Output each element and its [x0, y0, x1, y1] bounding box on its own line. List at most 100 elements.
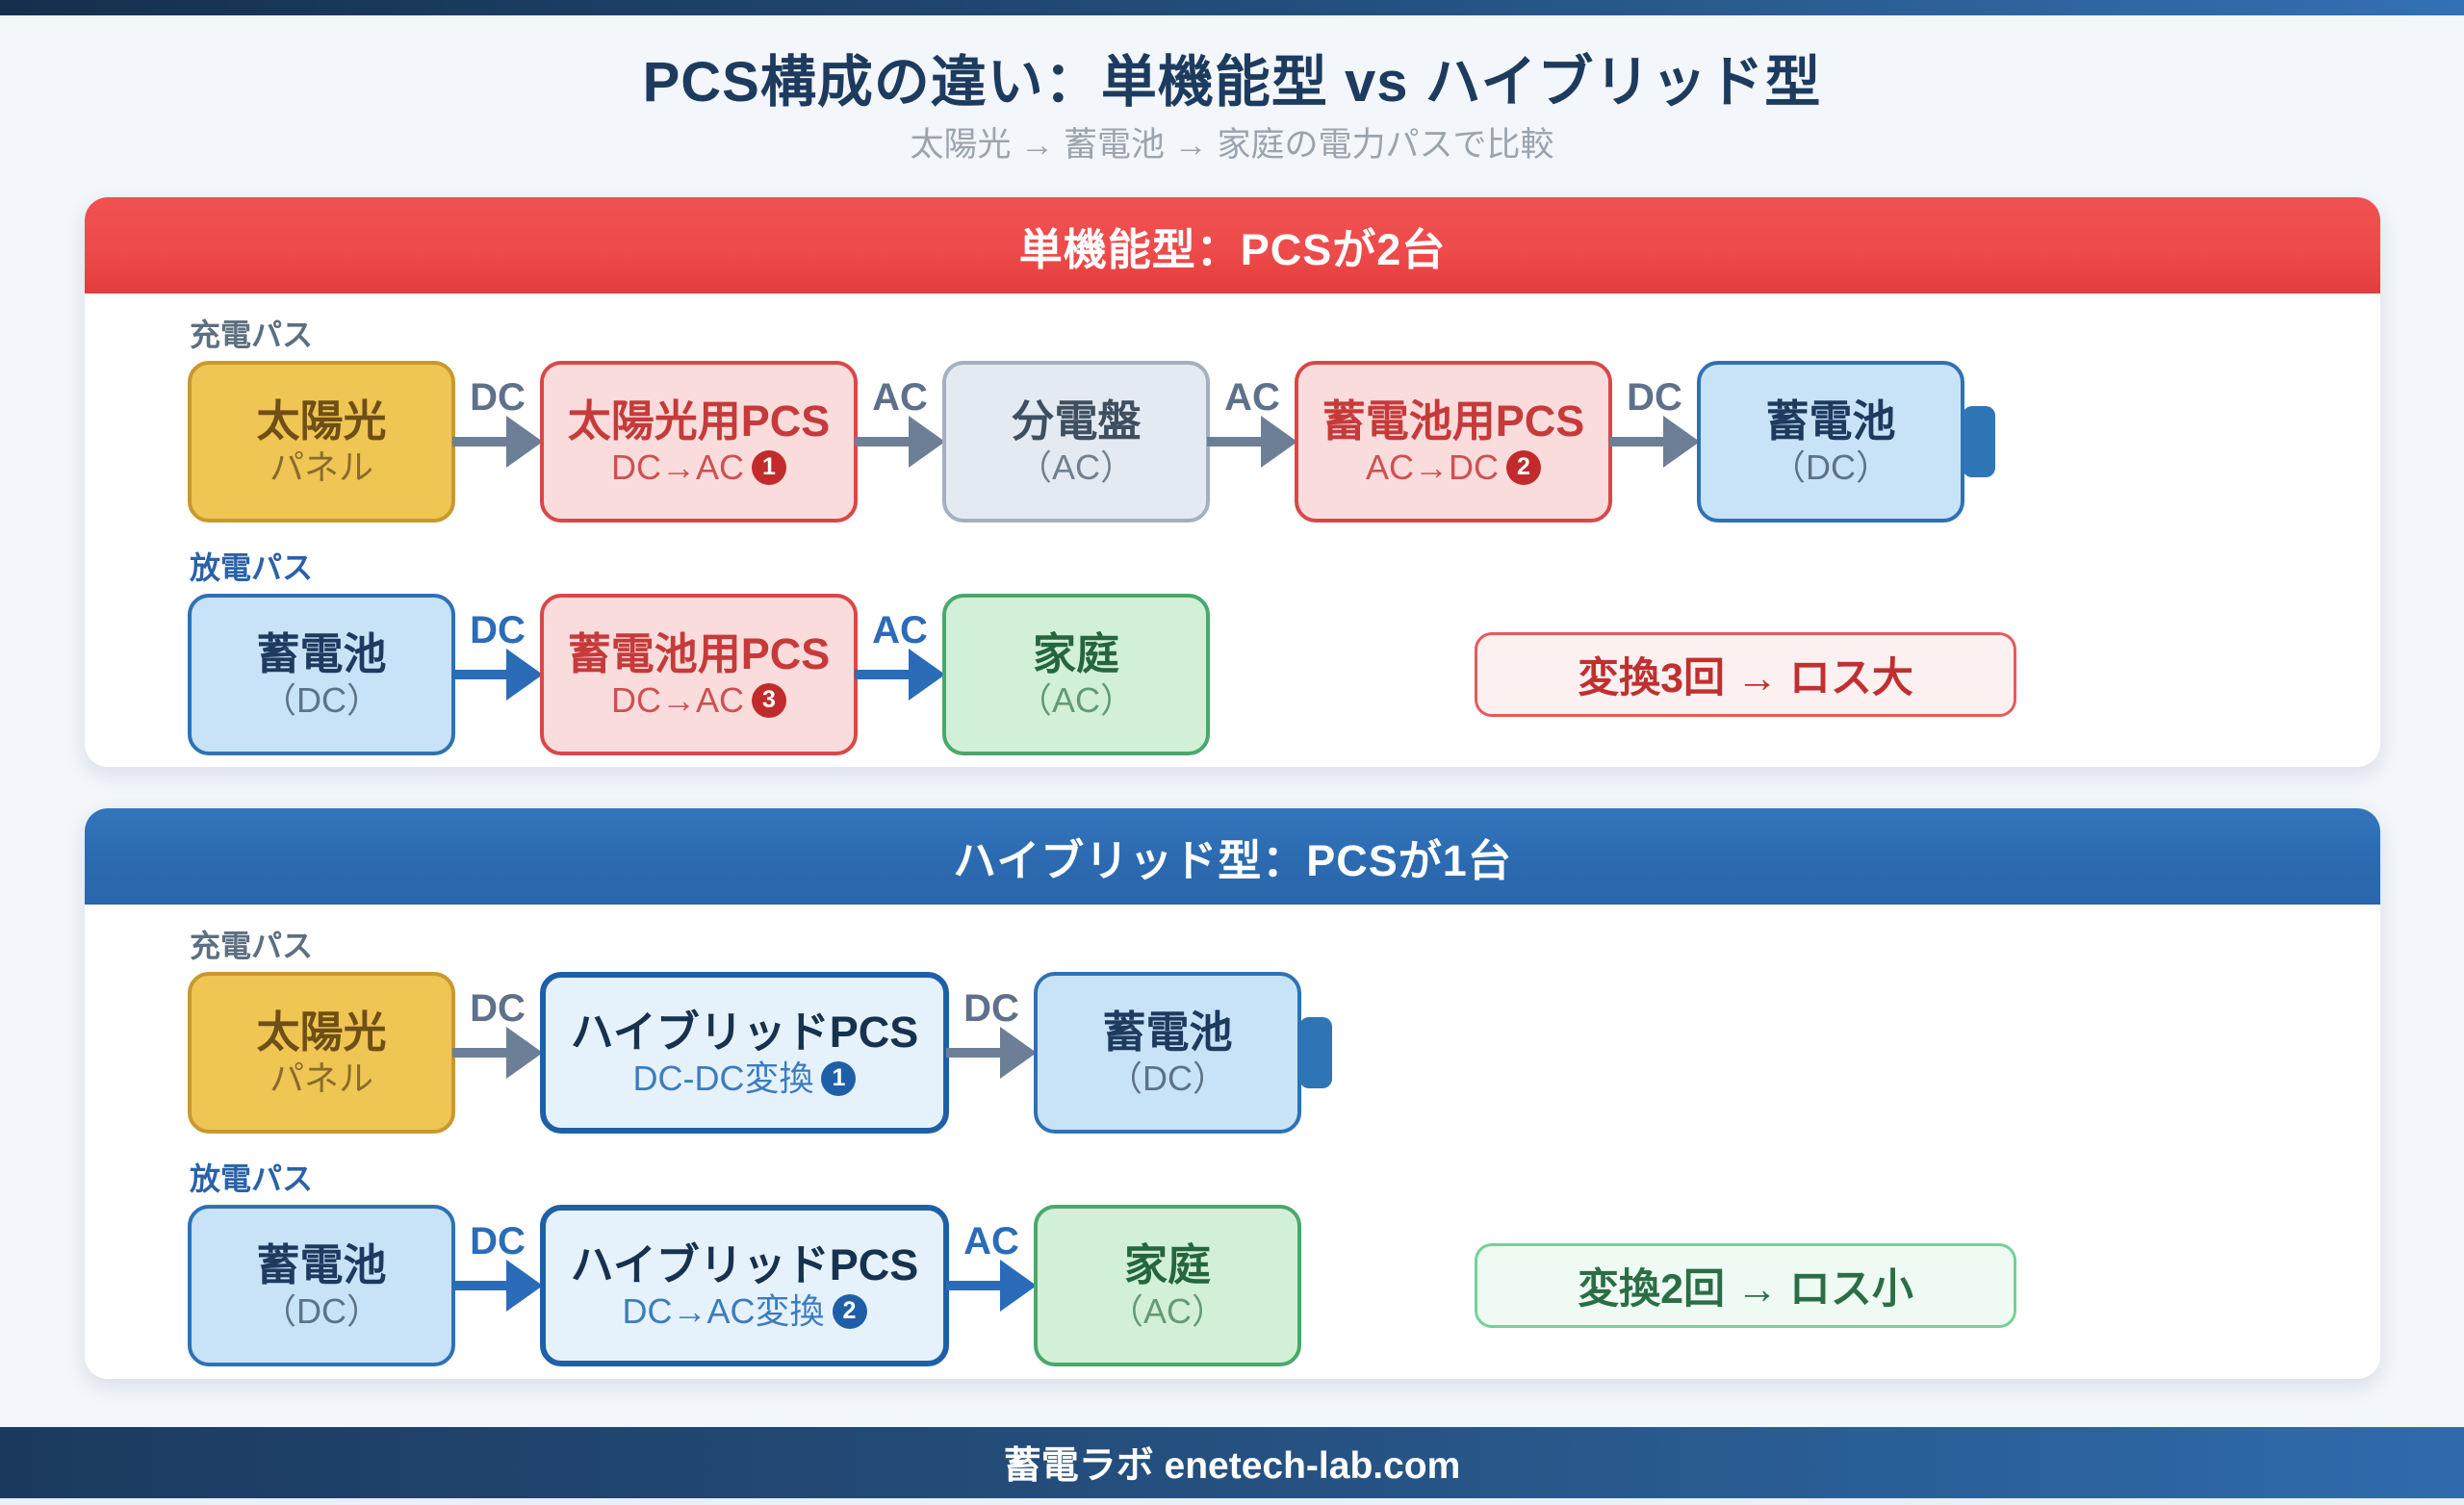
node-title: 分電盤 — [1011, 395, 1142, 446]
node-subtitle: （DC） — [1108, 1058, 1227, 1098]
node-hybrid-pcs: ハイブリッドPCS DC→AC変換 2 — [540, 1205, 949, 1366]
charge-path-label: 充電パス — [190, 318, 314, 352]
charge-path-row: 太陽光 パネル DC ハイブリッドPCS DC-DC変換 1 DC — [188, 972, 2380, 1134]
node-distribution-board: 分電盤 （AC） — [942, 361, 1210, 523]
node-subtitle: DC→AC変換 2 — [622, 1290, 867, 1331]
top-accent-bar — [0, 0, 2464, 15]
node-battery: 蓄電池 （DC） — [188, 594, 455, 755]
arrow-head-icon — [506, 416, 543, 468]
arrow-label: AC — [963, 1220, 1019, 1263]
arrow-shaft — [1609, 437, 1666, 446]
arrow-shaft — [452, 1048, 509, 1058]
flow-arrow-ac: AC — [1207, 361, 1297, 523]
charge-path-row: 太陽光 パネル DC 太陽光用PCS DC→AC 1 AC — [188, 361, 2380, 523]
arrow-shaft — [1207, 437, 1264, 446]
node-title: ハイブリッドPCS — [570, 1239, 919, 1289]
flow-arrow-ac: AC — [855, 594, 945, 755]
node-title: 太陽光 — [256, 395, 387, 446]
arrow-label: AC — [872, 609, 928, 651]
arrow-head-icon — [506, 1027, 543, 1079]
section-body-hybrid: 充電パス 太陽光 パネル DC ハイブリッドPCS DC-DC変換 1 — [85, 905, 2380, 1366]
conversion-number-badge: 1 — [821, 1060, 857, 1096]
node-title: 家庭 — [1032, 628, 1119, 678]
node-subtitle: （DC） — [262, 679, 381, 720]
node-subtitle: （AC） — [1016, 446, 1135, 487]
arrow-label: DC — [1627, 376, 1682, 419]
node-title: 蓄電池用PCS — [567, 628, 831, 678]
flow-arrow-dc: DC — [452, 1205, 543, 1366]
arrow-label: DC — [470, 1220, 526, 1263]
arrow-head-icon — [1000, 1027, 1037, 1079]
node-subtitle: （AC） — [1016, 679, 1135, 720]
node-title: 蓄電池 — [1102, 1007, 1233, 1057]
battery-terminal-icon — [1299, 1017, 1332, 1088]
node-subtitle: （AC） — [1108, 1290, 1226, 1331]
node-title: 太陽光 — [256, 1007, 387, 1057]
conversion-text: DC-DC変換 — [632, 1058, 814, 1098]
node-title: 太陽光用PCS — [567, 395, 831, 446]
flow-arrow-dc: DC — [452, 361, 543, 523]
flow-arrow-ac: AC — [855, 361, 945, 523]
arrow-shaft — [452, 1281, 509, 1290]
node-solar-panel: 太陽光 パネル — [188, 972, 455, 1134]
discharge-path-label: 放電パス — [190, 1161, 314, 1196]
arrow-label: DC — [470, 376, 526, 419]
arrow-head-icon — [506, 649, 543, 701]
arrow-head-icon — [1261, 416, 1297, 468]
arrow-head-icon — [506, 1260, 543, 1312]
flow-arrow-dc: DC — [1609, 361, 1700, 523]
arrow-shaft — [946, 1281, 1003, 1290]
arrow-label: DC — [470, 987, 526, 1030]
arrow-head-icon — [1000, 1260, 1037, 1312]
arrow-shaft — [855, 670, 911, 679]
node-subtitle: パネル — [269, 1058, 373, 1098]
node-battery-pcs: 蓄電池用PCS AC→DC 2 — [1295, 361, 1612, 523]
arrow-label: AC — [872, 376, 928, 419]
conversion-number-badge: 2 — [1506, 449, 1541, 485]
section-card-single-function: 単機能型：PCSが2台 充電パス 太陽光 パネル DC 太陽光用PCS DC→A… — [85, 197, 2380, 767]
discharge-path-row: 蓄電池 （DC） DC 蓄電池用PCS DC→AC 3 AC — [188, 594, 2380, 755]
node-home: 家庭 （AC） — [942, 594, 1210, 755]
node-subtitle: （DC） — [262, 1290, 381, 1331]
arrow-shaft — [452, 437, 509, 446]
node-subtitle: DC-DC変換 1 — [632, 1058, 857, 1098]
arrow-head-icon — [1663, 416, 1700, 468]
battery-terminal-icon — [1963, 406, 1995, 477]
arrow-label: DC — [963, 987, 1019, 1030]
flow-arrow-dc: DC — [452, 594, 543, 755]
conversion-number-badge: 3 — [752, 682, 786, 718]
node-title: 蓄電池 — [1765, 395, 1896, 446]
arrow-head-icon — [909, 416, 945, 468]
loss-badge-small: 変換2回 → ロス小 — [1475, 1243, 2016, 1328]
arrow-head-icon — [909, 649, 945, 701]
conversion-text: DC→AC — [610, 679, 744, 720]
arrow-label: DC — [470, 609, 526, 651]
node-solar-panel: 太陽光 パネル — [188, 361, 455, 523]
arrow-label: AC — [1224, 376, 1280, 419]
node-battery: 蓄電池 （DC） — [1034, 972, 1332, 1134]
node-subtitle: DC→AC 3 — [610, 679, 786, 720]
section-body-single-function: 充電パス 太陽光 パネル DC 太陽光用PCS DC→AC 1 — [85, 293, 2380, 755]
bottom-strip — [0, 1498, 2464, 1505]
page-subtitle: 太陽光 → 蓄電池 → 家庭の電力パスで比較 — [910, 126, 1554, 164]
arrow-shaft — [946, 1048, 1003, 1058]
node-subtitle: DC→AC 1 — [610, 446, 786, 487]
node-battery-pcs: 蓄電池用PCS DC→AC 3 — [540, 594, 858, 755]
node-title: 蓄電池用PCS — [1322, 395, 1585, 446]
conversion-text: DC→AC変換 — [622, 1290, 825, 1331]
node-subtitle: （DC） — [1771, 446, 1890, 487]
node-solar-pcs: 太陽光用PCS DC→AC 1 — [540, 361, 858, 523]
loss-badge-large: 変換3回 → ロス大 — [1475, 632, 2016, 717]
node-hybrid-pcs: ハイブリッドPCS DC-DC変換 1 — [540, 972, 949, 1134]
conversion-number-badge: 1 — [752, 449, 786, 485]
conversion-text: DC→AC — [610, 446, 744, 487]
conversion-text: AC→DC — [1365, 446, 1499, 487]
flow-arrow-ac: AC — [946, 1205, 1037, 1366]
section-card-hybrid: ハイブリッド型：PCSが1台 充電パス 太陽光 パネル DC ハイブリッドPCS… — [85, 808, 2380, 1379]
flow-arrow-dc: DC — [452, 972, 543, 1134]
node-subtitle: AC→DC 2 — [1365, 446, 1541, 487]
node-battery: 蓄電池 （DC） — [1697, 361, 1995, 523]
conversion-number-badge: 2 — [832, 1293, 867, 1329]
node-home: 家庭 （AC） — [1034, 1205, 1301, 1366]
